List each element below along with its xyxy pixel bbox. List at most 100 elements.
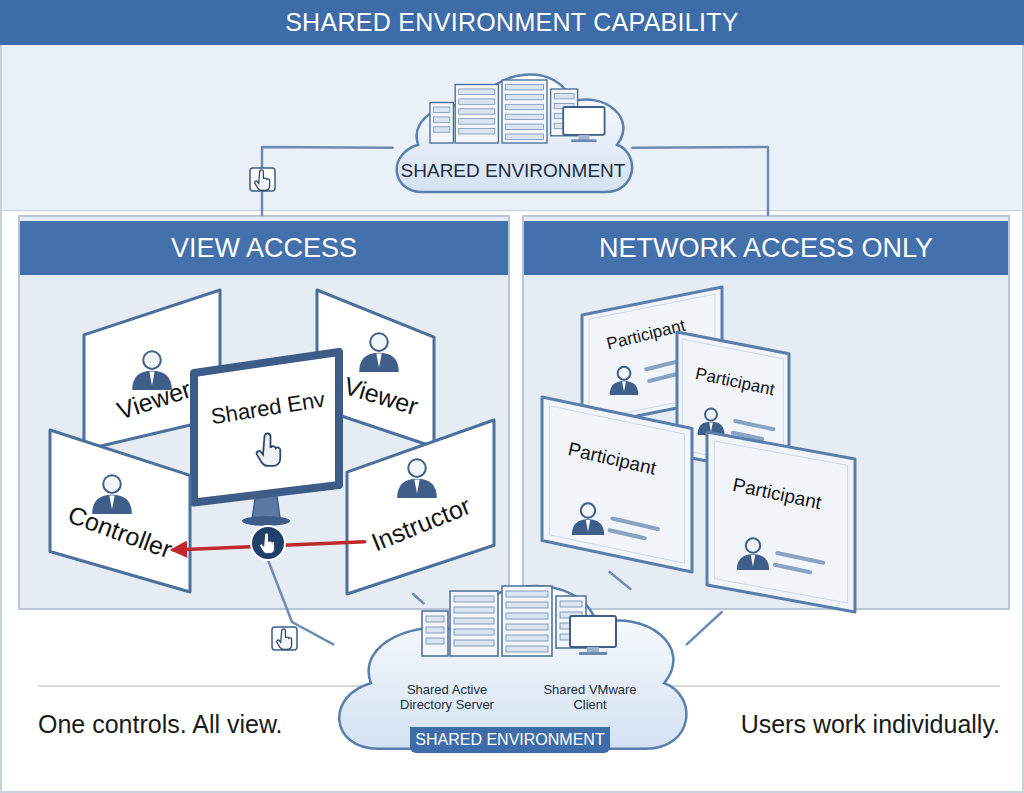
person-tie (149, 372, 154, 386)
node-shape (194, 352, 339, 527)
server-slot (506, 114, 544, 119)
server-slot (454, 640, 494, 646)
monitor-base (579, 652, 607, 655)
node-shape (542, 397, 692, 572)
server-slot (506, 591, 548, 597)
card-lines (610, 519, 658, 541)
person-tie (622, 382, 626, 392)
person-body (359, 353, 399, 372)
server-slot (434, 127, 450, 132)
server-slot (454, 607, 494, 613)
hand-symbol (255, 170, 270, 191)
monitor-base (242, 516, 290, 526)
server-slot (554, 94, 574, 99)
cloud-outline-group (339, 586, 686, 749)
server-slot (506, 613, 548, 619)
node-text: Shared Active Directory Server (380, 683, 515, 713)
server-slot (506, 104, 544, 109)
screen-frame (194, 352, 339, 503)
monitor-screen: Controller (50, 430, 190, 592)
person-head (143, 351, 161, 369)
server-slot (459, 99, 495, 104)
person-tie (414, 480, 419, 494)
node-shape (707, 432, 855, 612)
server-rack (455, 85, 498, 144)
connector (687, 612, 722, 644)
server-rack (422, 611, 448, 656)
monitor-screen: Instructor (347, 420, 494, 594)
server-rack (502, 80, 547, 143)
panel-title: NETWORK ACCESS ONLY (599, 233, 933, 264)
card-line (612, 519, 658, 530)
server-slot (454, 596, 494, 602)
node-text: SHARED ENVIRONMENT (391, 160, 636, 182)
cloud-node: SHARED ENVIRONMENT (385, 50, 640, 198)
person-head (103, 475, 121, 493)
client-monitor (563, 107, 604, 135)
server-slot (560, 601, 582, 607)
person-head (370, 333, 388, 351)
server-slot (459, 119, 495, 124)
panel-box: NETWORK ACCESS ONLY ParticipantParticipan… (522, 215, 1010, 610)
server-slot (506, 635, 548, 641)
server-slot (426, 616, 444, 622)
server-slot (454, 618, 494, 624)
hand-symbol (277, 629, 292, 650)
person-head (618, 367, 631, 380)
title-band: SHARED ENVIRONMENT CAPABILITY (0, 0, 1024, 45)
person-body (737, 554, 769, 570)
server-slot (506, 624, 548, 630)
person-head (581, 503, 595, 517)
server-slot (506, 85, 544, 90)
hand-symbol (257, 434, 281, 466)
server-slot (506, 646, 548, 652)
panel-header: VIEW ACCESS (20, 221, 508, 275)
client-monitor (570, 616, 616, 647)
server-rack (450, 591, 498, 656)
server-rack (430, 103, 453, 144)
person-body (572, 519, 604, 535)
person-tie (751, 555, 755, 567)
caption-label: Users work individually. (741, 710, 1000, 739)
card-frame (707, 432, 855, 612)
person-head (408, 459, 426, 477)
person-tie (109, 496, 114, 510)
node-text: Shared VMware Client (540, 683, 640, 713)
card-line (610, 530, 645, 538)
monitor-base (571, 139, 596, 142)
card-line (775, 565, 810, 572)
participant-card: Participant (542, 397, 692, 572)
cloud-band: SHARED ENVIRONMENT (410, 727, 610, 753)
caption-label: One controls. All view. (38, 710, 283, 739)
connector (632, 147, 768, 215)
person-head (746, 538, 760, 552)
title: SHARED ENVIRONMENT CAPABILITY (285, 8, 739, 37)
server-slot (506, 134, 544, 139)
shared-screen: Shared Env (194, 352, 339, 527)
person-tie (376, 354, 381, 368)
hand-box (272, 627, 297, 650)
server-slot (434, 107, 450, 112)
server-group (422, 586, 616, 656)
monitor-frame (347, 420, 494, 594)
server-rack (502, 586, 552, 656)
server-slot (459, 89, 495, 94)
person-head (705, 409, 717, 421)
cloud-outline (339, 586, 686, 749)
card-frame (542, 397, 692, 572)
server-slot (506, 94, 544, 99)
panel-box: VIEW ACCESSViewerViewerShared EnvControl… (18, 215, 510, 610)
card-line (777, 553, 823, 563)
band-text: SHARED ENVIRONMENT (415, 731, 604, 749)
server-slot (454, 629, 494, 635)
server-group (430, 80, 605, 143)
server-slot (506, 124, 544, 129)
panel-title: VIEW ACCESS (171, 233, 357, 264)
monitor-frame (50, 430, 190, 592)
server-slot (426, 638, 444, 644)
server-slot (434, 117, 450, 122)
person-body (610, 381, 639, 395)
participant-card: Participant (707, 432, 855, 612)
server-slot (459, 129, 495, 134)
card-inner (714, 441, 847, 603)
